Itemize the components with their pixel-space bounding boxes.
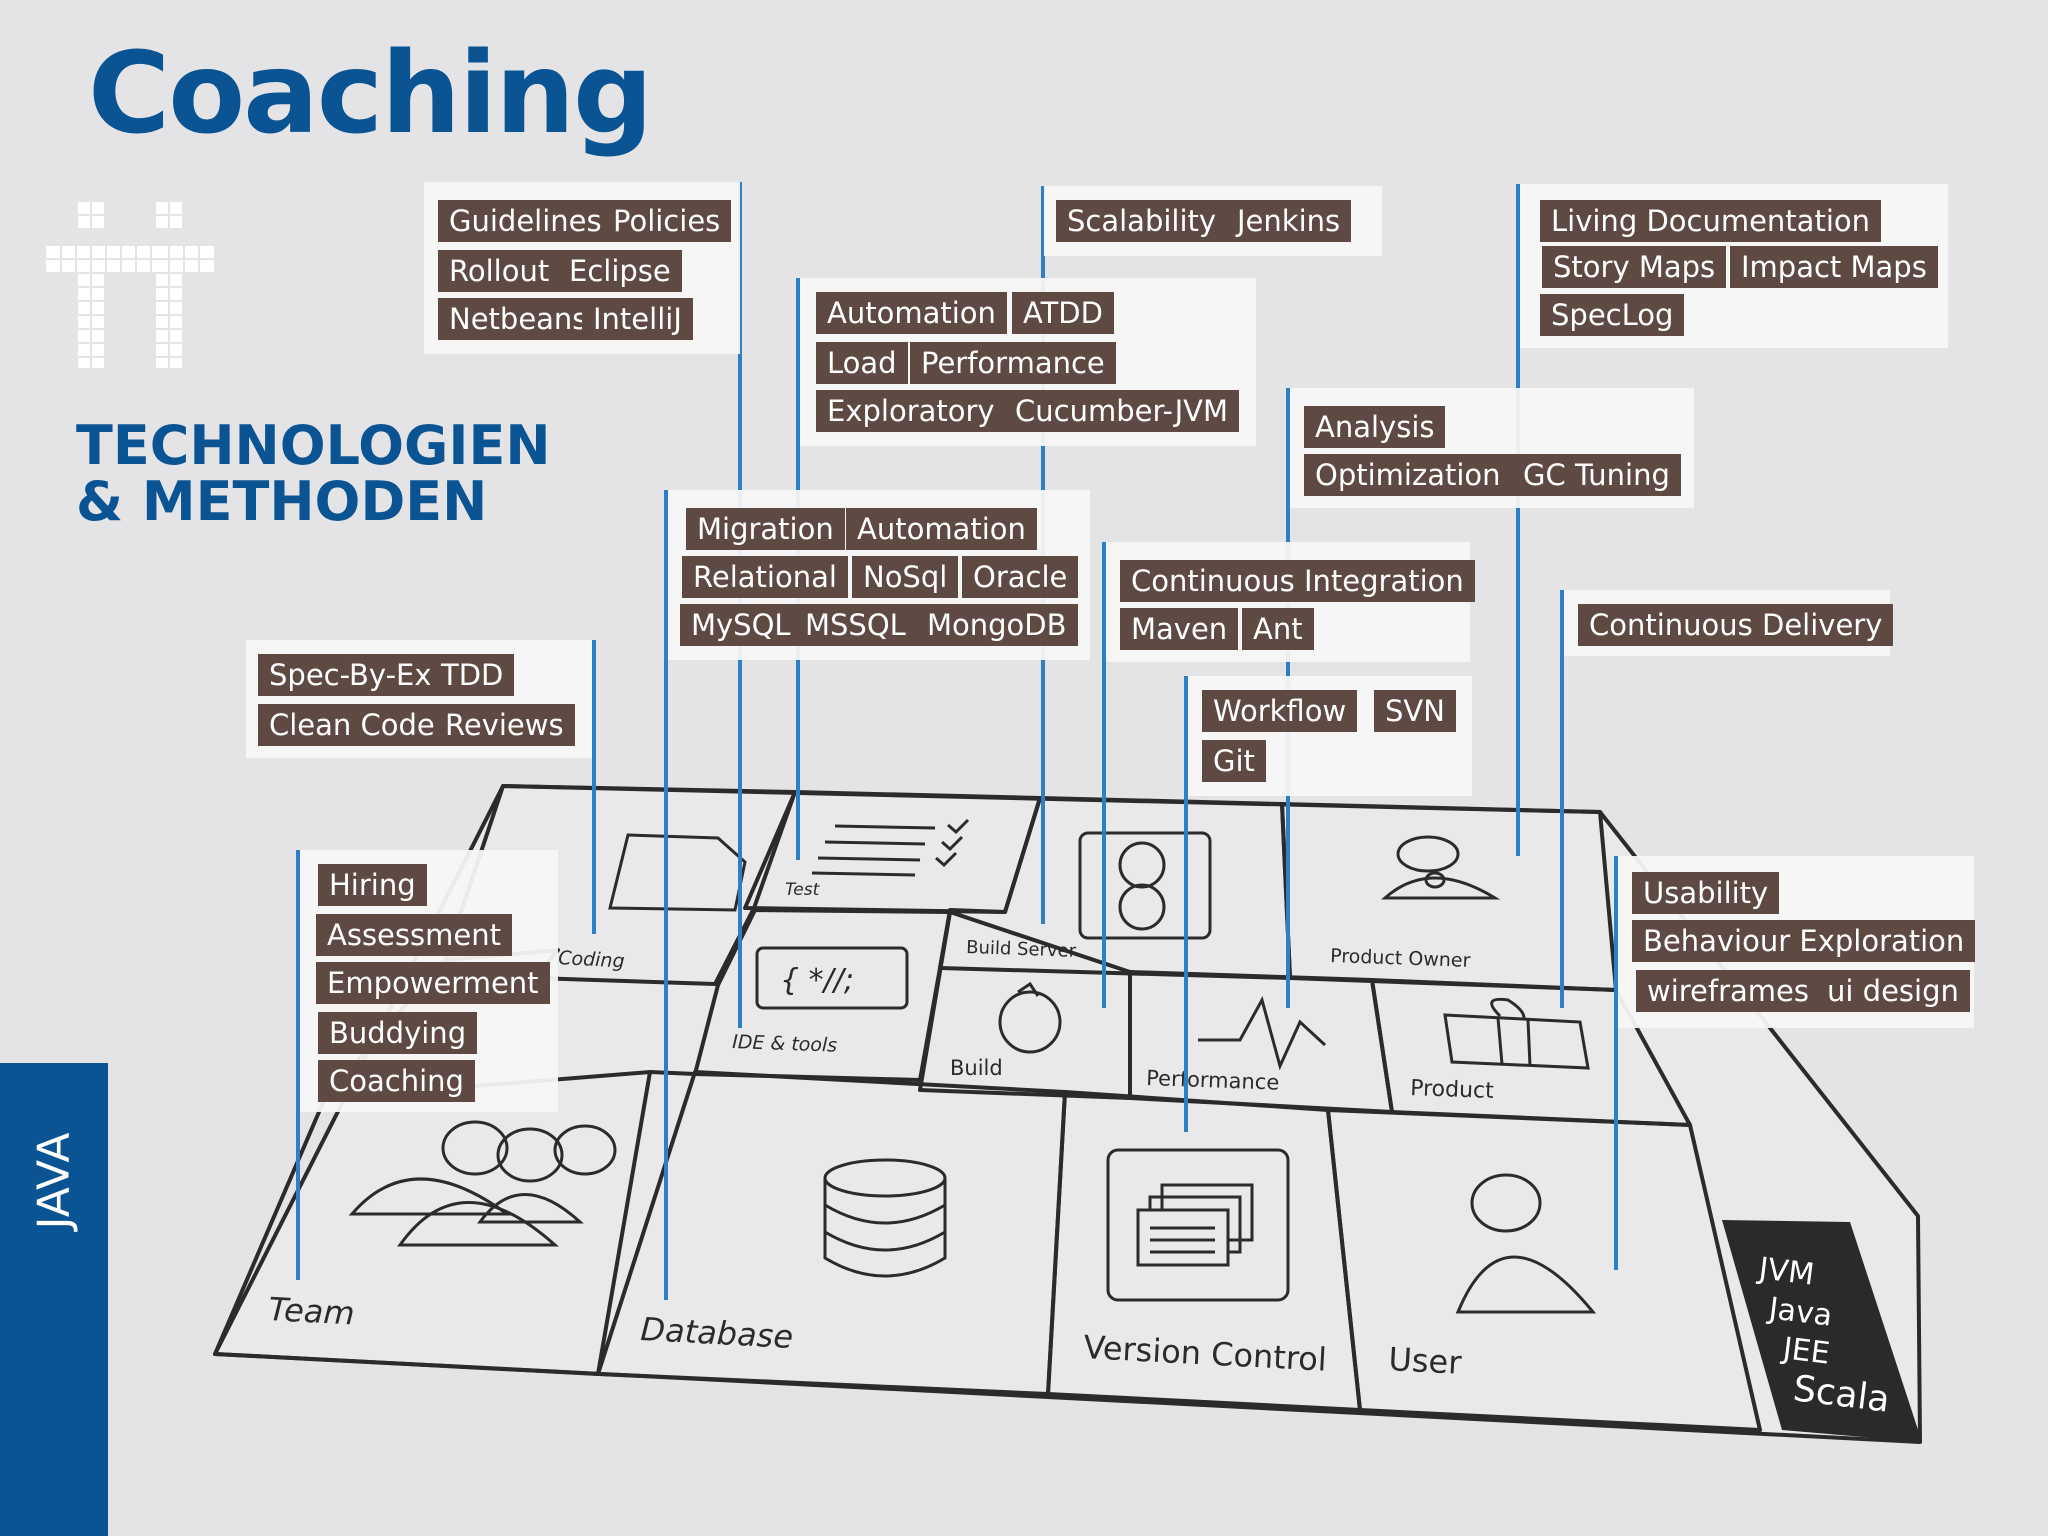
tile-label-product: Product	[1410, 1076, 1495, 1104]
tag-story-maps: Story Maps	[1542, 246, 1727, 288]
tile-label-ide-tools: IDE & tools	[732, 1031, 838, 1057]
tile-label-team: Team	[268, 1290, 356, 1332]
sidebar-java: JAVA	[0, 1063, 108, 1536]
tag-cucumber-jvm: Cucumber-JVM	[1004, 390, 1240, 432]
platform-block	[1722, 1220, 1922, 1442]
tag-tdd: TDD	[430, 654, 515, 696]
tag-coaching: Coaching	[318, 1060, 475, 1102]
tag-impact-maps: Impact Maps	[1730, 246, 1938, 288]
tile-label-build-server: Build Server	[966, 937, 1077, 962]
tag-eclipse: Eclipse	[558, 250, 682, 292]
tag-analysis: Analysis	[1304, 406, 1446, 448]
tag-policies: Policies	[602, 200, 732, 242]
tag-spec-by-ex: Spec-By-Ex	[258, 654, 443, 696]
tag-assessment: Assessment	[316, 914, 512, 956]
tile-user	[1326, 1108, 1762, 1432]
tag-hiring: Hiring	[318, 864, 427, 906]
tile-label-product-owner: Product Owner	[1330, 945, 1471, 972]
tag-mssql: MSSQL	[794, 604, 917, 646]
pole-coding	[592, 640, 596, 934]
tag-exploratory: Exploratory	[816, 390, 1006, 432]
ide-brace-text: { *//;	[780, 963, 854, 998]
tag-mongodb: MongoDB	[916, 604, 1078, 646]
checklist-icon	[811, 818, 970, 877]
pole-database	[664, 490, 668, 1300]
tag-load: Load	[816, 342, 908, 384]
tag-git: Git	[1202, 740, 1266, 782]
tile-label-build: Build	[950, 1056, 1003, 1080]
build-cycle-icon	[998, 981, 1062, 1054]
tag-continuous-integration: Continuous Integration	[1120, 560, 1475, 602]
tag-automation-test: Automation	[816, 292, 1007, 334]
platform-jvm: JVM	[1755, 1251, 1816, 1293]
tag-jenkins: Jenkins	[1226, 200, 1352, 242]
pole-product-owner	[1516, 184, 1520, 856]
pole-product	[1560, 590, 1564, 1008]
tag-ant: Ant	[1242, 608, 1314, 650]
tag-oracle: Oracle	[962, 556, 1079, 598]
tile-label-performance: Performance	[1146, 1066, 1280, 1095]
subtitle-line-2: & METHODEN	[76, 470, 488, 533]
pole-team	[296, 850, 300, 1280]
tag-behaviour-exploration: Behaviour Exploration	[1632, 920, 1976, 962]
tag-ui-design: ui design	[1816, 970, 1970, 1012]
tag-workflow: Workflow	[1202, 690, 1358, 732]
tag-wireframes: wireframes	[1636, 970, 1821, 1012]
tag-atdd: ATDD	[1012, 292, 1114, 334]
tag-empowerment: Empowerment	[316, 962, 550, 1004]
it-pixel-logo-icon	[46, 200, 216, 374]
tag-clean-code: Clean Code	[258, 704, 446, 746]
subtitle-line-1: TECHNOLOGIEN	[76, 414, 551, 477]
build-server-icon	[1078, 831, 1212, 940]
version-control-icon	[1106, 1148, 1290, 1302]
tag-maven: Maven	[1120, 608, 1239, 650]
pole-build	[1102, 542, 1106, 1008]
tag-speclog: SpecLog	[1540, 294, 1685, 336]
pole-version-control	[1184, 676, 1188, 1132]
tag-living-documentation: Living Documentation	[1540, 200, 1881, 242]
tile-label-test: Test	[785, 880, 821, 900]
team-people-icon	[348, 1120, 617, 1247]
tag-guidelines: Guidelines	[438, 200, 613, 242]
tag-continuous-delivery: Continuous Delivery	[1578, 604, 1894, 646]
tag-buddying: Buddying	[318, 1012, 478, 1054]
platform-java: Java	[1765, 1291, 1834, 1334]
product-owner-icon	[1381, 835, 1501, 900]
tag-migration: Migration	[686, 508, 845, 550]
pulse-icon	[1198, 996, 1327, 1071]
tag-mysql: MySQL	[680, 604, 802, 646]
tag-rollout: Rollout	[438, 250, 561, 292]
database-icon	[823, 1158, 947, 1278]
tile-label-coding: Coding	[558, 947, 625, 972]
tag-nosql: NoSql	[852, 556, 959, 598]
tag-usability: Usability	[1632, 872, 1780, 914]
platform-jee: JEE	[1779, 1331, 1832, 1372]
tag-netbeans: Netbeans	[438, 298, 599, 340]
ide-brace-icon	[755, 946, 909, 1010]
tag-reviews: Reviews	[434, 704, 575, 746]
subtitle: TECHNOLOGIEN & METHODEN	[76, 418, 551, 530]
user-icon	[1455, 1173, 1597, 1314]
tag-intellij: IntelliJ	[582, 298, 693, 340]
tag-svn: SVN	[1374, 690, 1456, 732]
tag-scalability: Scalability	[1056, 200, 1228, 242]
tag-automation-db: Automation	[846, 508, 1037, 550]
tile-label-user: User	[1388, 1340, 1464, 1382]
tag-performance-test: Performance	[910, 342, 1116, 384]
tile-label-database: Database	[640, 1310, 794, 1356]
page-title: Coaching	[88, 29, 653, 159]
pole-user	[1614, 856, 1618, 1270]
tag-relational: Relational	[682, 556, 848, 598]
gift-icon	[1443, 997, 1590, 1070]
tag-optimization: Optimization	[1304, 454, 1512, 496]
tag-gc-tuning: GC Tuning	[1512, 454, 1681, 496]
